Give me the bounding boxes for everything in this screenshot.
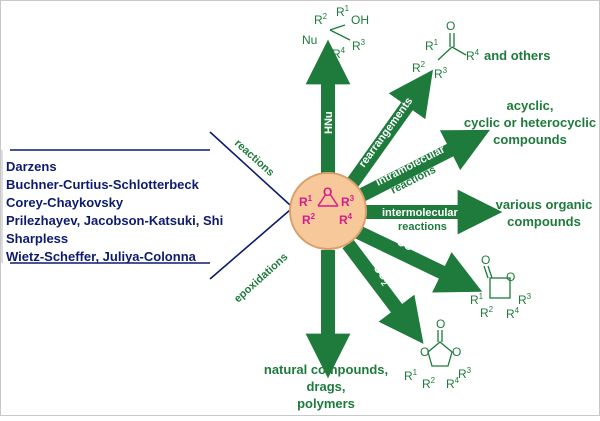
epoxide-center: O R1 R2 R3 R4 — [289, 172, 367, 250]
natural-line-2: drags, — [306, 379, 345, 394]
hnu-label: HNu — [323, 111, 335, 134]
lactone-r1: R1 — [470, 292, 484, 307]
method-darzens: Darzens — [6, 159, 57, 174]
ketone-r4: R4 — [466, 48, 480, 63]
ketone-r3: R3 — [434, 66, 448, 81]
rearrangements-label: rearrangements — [357, 95, 416, 169]
intermolecular-label: intermolecular — [382, 207, 459, 219]
arrow-co2 — [342, 239, 424, 344]
carbonate-carbonyl-o: O — [436, 317, 445, 331]
ketone-r1: R1 — [425, 38, 439, 53]
nu-r1: R1 — [336, 4, 350, 19]
method-sharpless: Sharpless — [6, 231, 68, 246]
natural-line-1: natural compounds, — [264, 362, 388, 377]
lactone-carbonyl-o: O — [481, 253, 490, 267]
acyclic-outcome: acyclic, cyclic or heterocyclic compound… — [464, 98, 596, 147]
nu-group: Nu — [302, 33, 317, 47]
arrow-rearrangements — [345, 69, 433, 190]
epoxidations-label: epoxidations — [232, 251, 290, 305]
lactone-r4: R4 — [506, 306, 520, 321]
carbonate-r1: R1 — [404, 368, 418, 383]
beta-lactone-structure — [483, 265, 511, 299]
acyclic-line-1: acyclic, — [507, 98, 554, 113]
natural-outcome: natural compounds, drags, polymers — [264, 362, 388, 411]
nu-oh: OH — [351, 13, 369, 27]
method-prilezhayev: Prilezhayev, Jacobson-Katsuki, Shi — [6, 213, 223, 228]
method-list: Darzens Buchner-Curtius-Schlotterbeck Co… — [6, 159, 223, 264]
lactone-r3: R3 — [518, 292, 532, 307]
arrow-intramolecular — [356, 129, 490, 203]
carbonate-o-left: O — [420, 345, 429, 359]
method-wietz-scheffer: Wietz-Scheffer, Juliya-Colonna — [6, 249, 197, 264]
carbonate-r3: R3 — [458, 366, 472, 381]
natural-line-3: polymers — [297, 396, 355, 411]
method-buchner-curtius: Buchner-Curtius-Schlotterbeck — [6, 177, 200, 192]
method-bracket — [1, 131, 291, 280]
various-line-1: various organic — [496, 197, 593, 212]
lactone-r2: R2 — [480, 305, 494, 320]
method-corey-chaykovsky: Corey-Chaykovsky — [6, 195, 124, 210]
center-circle — [289, 172, 367, 250]
and-others-label: and others — [484, 48, 550, 63]
epoxide-r4: R4 — [339, 212, 353, 227]
nu-r4: R4 — [332, 46, 346, 61]
ketone-structure: O R1 R2 R3 R4 and others — [412, 19, 550, 81]
ketone-r2: R2 — [412, 60, 426, 75]
arrow-co — [354, 225, 483, 293]
epoxide-r1: R1 — [299, 194, 313, 209]
ketone-o: O — [446, 19, 455, 33]
various-outcome: various organic compounds — [496, 197, 593, 229]
acyclic-line-2: cyclic or heterocyclic — [464, 115, 596, 130]
intermolecular-reactions-label: reactions — [398, 221, 447, 233]
nu-r2: R2 — [314, 12, 328, 27]
nu-r3: R3 — [352, 38, 366, 53]
epoxide-r3: R3 — [341, 194, 355, 209]
various-line-2: compounds — [507, 214, 581, 229]
epoxide-o: O — [323, 185, 332, 199]
lactone-ring-o: O — [506, 270, 515, 284]
carbonate-r2: R2 — [422, 376, 436, 391]
acyclic-line-3: compounds — [493, 132, 567, 147]
carbonate-r4: R4 — [446, 376, 460, 391]
epoxide-r2: R2 — [302, 212, 316, 227]
nucleophile-adduct-structure: R2 R1 Nu OH R3 R4 — [302, 4, 369, 61]
carbonate-o-right: O — [452, 345, 461, 359]
cyclic-carbonate-structure — [427, 330, 453, 367]
reaction-arrows — [305, 39, 503, 379]
